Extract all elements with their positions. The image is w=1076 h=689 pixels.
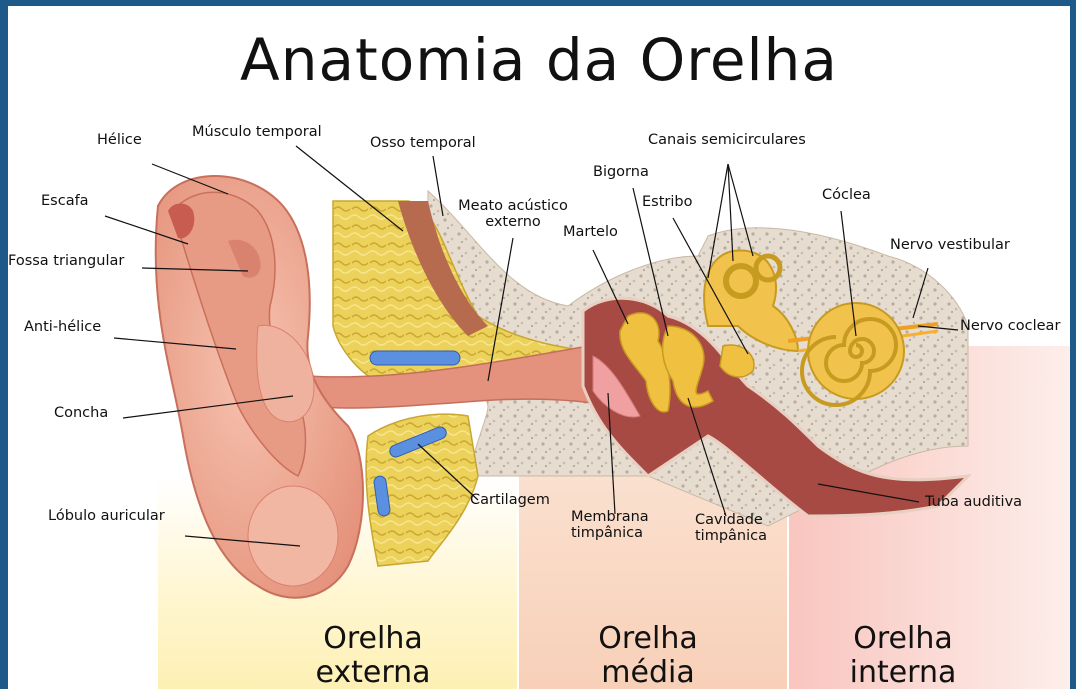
region-externa-line2: externa	[298, 656, 448, 689]
label-meato-acustico-externo: Meato acústico externo	[448, 198, 578, 230]
label-concha: Concha	[54, 405, 108, 421]
label-martelo: Martelo	[563, 224, 618, 240]
label-osso-temporal: Osso temporal	[370, 135, 476, 151]
label-tuba-auditiva: Tuba auditiva	[925, 494, 1022, 510]
ear-illustration	[8, 6, 1070, 689]
label-coclea: Cóclea	[822, 187, 871, 203]
region-media-line1: Orelha	[573, 622, 723, 656]
region-media-line2: média	[573, 656, 723, 689]
region-interna-line2: interna	[828, 656, 978, 689]
label-musculo-temporal: Músculo temporal	[192, 124, 322, 140]
label-membrana-timpanica: Membrana timpânica	[571, 509, 649, 541]
diagram-frame: Anatomia da Orelha	[8, 6, 1070, 689]
earlobe	[248, 486, 338, 586]
region-interna-line1: Orelha	[828, 622, 978, 656]
label-cavidade-line1: Cavidade	[695, 512, 767, 528]
label-anti-helice: Anti-hélice	[24, 319, 101, 335]
label-canais-semicirculares: Canais semicirculares	[648, 132, 806, 148]
label-nervo-coclear: Nervo coclear	[960, 318, 1060, 334]
region-orelha-interna: Orelha interna	[828, 622, 978, 689]
label-helice: Hélice	[97, 132, 142, 148]
label-bigorna: Bigorna	[593, 164, 649, 180]
label-cavidade-timpanica: Cavidade timpânica	[695, 512, 767, 544]
label-escafa: Escafa	[41, 193, 89, 209]
region-orelha-media: Orelha média	[573, 622, 723, 689]
cochlea	[808, 303, 904, 399]
region-orelha-externa: Orelha externa	[298, 622, 448, 689]
label-membrana-line1: Membrana	[571, 509, 649, 525]
label-membrana-line2: timpânica	[571, 525, 649, 541]
label-cartilagem: Cartilagem	[470, 492, 550, 508]
label-estribo: Estribo	[642, 194, 692, 210]
region-externa-line1: Orelha	[298, 622, 448, 656]
label-nervo-vestibular: Nervo vestibular	[890, 237, 1010, 253]
label-lobulo-auricular: Lóbulo auricular	[48, 508, 165, 524]
label-meato-line2: externo	[448, 214, 578, 230]
label-meato-line1: Meato acústico	[448, 198, 578, 214]
label-cavidade-line2: timpânica	[695, 528, 767, 544]
blue-cartilage-1	[370, 351, 460, 365]
label-fossa-triangular: Fossa triangular	[8, 253, 124, 269]
